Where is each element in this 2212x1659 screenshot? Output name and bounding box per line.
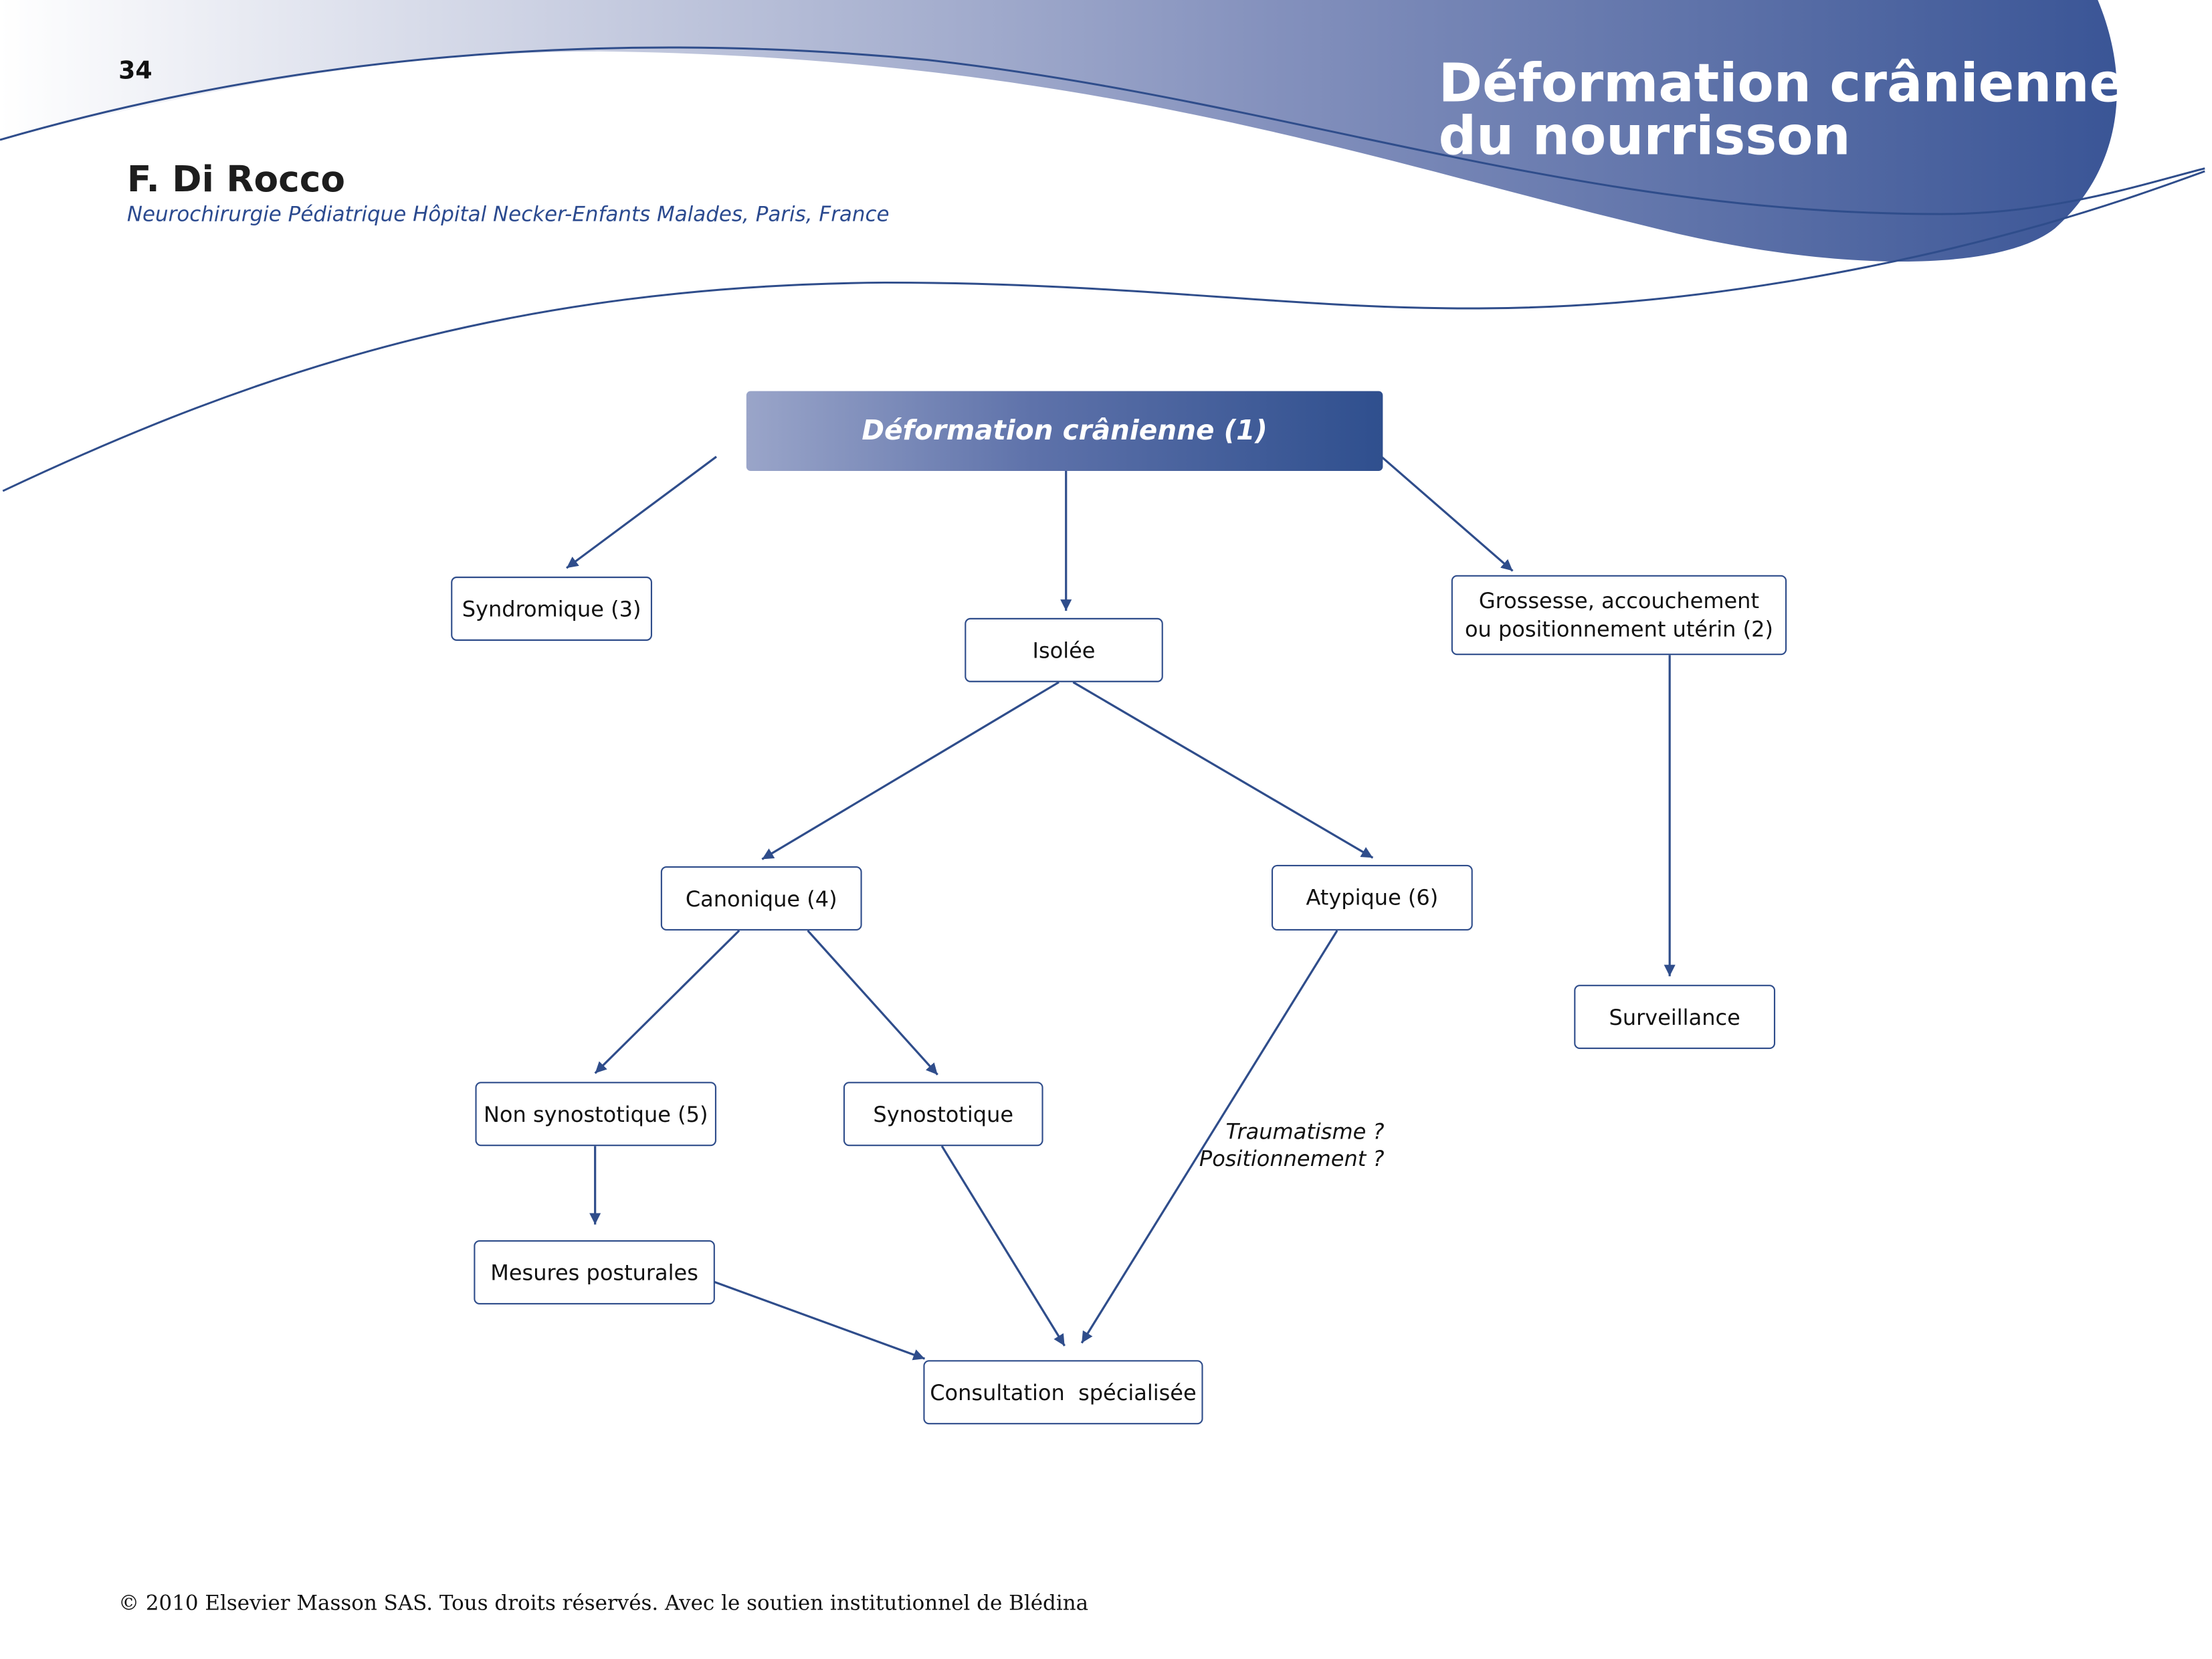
- document-title-line-2: du nourrisson: [1438, 105, 1851, 167]
- node-syndromique-label: Syndromique (3): [462, 595, 641, 622]
- node-synostotique-label: Synostotique: [873, 1100, 1014, 1127]
- edge-canonique-to-non-synostotique: [594, 929, 740, 1074]
- node-consultation-specialisee: Consultation spécialisée: [923, 1360, 1203, 1425]
- edge-isolee-to-atypique: [1072, 681, 1374, 859]
- author-affiliation: Neurochirurgie Pédiatrique Hôpital Necke…: [126, 204, 890, 227]
- node-syndromique: Syndromique (3): [451, 576, 653, 641]
- copyright-footer: © 2010 Elsevier Masson SAS. Tous droits …: [118, 1592, 1089, 1616]
- document-title: Déformation crânienne du nourrisson: [1438, 52, 2126, 167]
- node-isolee: Isolée: [965, 617, 1163, 682]
- node-surveillance: Surveillance: [1574, 985, 1776, 1050]
- edge-label-traumatisme-positionnement: Traumatisme ? Positionnement ?: [1191, 1118, 1385, 1173]
- node-synostotique: Synostotique: [843, 1082, 1043, 1147]
- node-mesures-posturales-label: Mesures posturales: [490, 1259, 698, 1286]
- edge-atypique-to-consultation: [1080, 930, 1338, 1344]
- node-deformation-cranienne-label: Déformation crânienne (1): [862, 415, 1268, 447]
- edge-label-positionnement: Positionnement ?: [1199, 1146, 1385, 1172]
- node-grossesse: Grossesse, accouchement ou positionnemen…: [1451, 575, 1787, 656]
- node-atypique: Atypique (6): [1271, 864, 1473, 931]
- node-deformation-cranienne: Déformation crânienne (1): [746, 391, 1383, 472]
- edge-isolee-to-canonique: [761, 681, 1060, 860]
- edge-root-to-syndromique: [566, 456, 717, 569]
- edge-label-traumatisme: Traumatisme ?: [1225, 1118, 1385, 1145]
- document-title-line-1: Déformation crânienne: [1438, 52, 2126, 114]
- node-isolee-label: Isolée: [1032, 637, 1096, 664]
- node-surveillance-label: Surveillance: [1609, 1003, 1740, 1030]
- edge-root-to-grossesse: [1381, 456, 1514, 572]
- node-non-synostotique: Non synostotique (5): [475, 1082, 717, 1147]
- edge-canonique-to-synostotique: [807, 929, 938, 1076]
- node-consultation-specialisee-label: Consultation spécialisée: [930, 1379, 1197, 1405]
- edge-synostotique-to-consultation: [940, 1145, 1066, 1347]
- node-canonique-label: Canonique (4): [685, 885, 837, 912]
- node-non-synostotique-label: Non synostotique (5): [483, 1100, 708, 1127]
- node-mesures-posturales: Mesures posturales: [474, 1240, 715, 1305]
- header-wave-line-upper: [0, 46, 2205, 215]
- node-grossesse-label: Grossesse, accouchement ou positionnemen…: [1464, 588, 1773, 643]
- page-number: 34: [118, 57, 153, 86]
- header-wave-line-lower: [2, 170, 2205, 492]
- edge-mesures-to-consultation: [713, 1280, 926, 1361]
- node-atypique-label: Atypique (6): [1306, 884, 1439, 911]
- node-canonique: Canonique (4): [660, 866, 862, 931]
- header-wave-band: [0, 0, 2117, 262]
- author-name: F. Di Rocco: [126, 158, 346, 200]
